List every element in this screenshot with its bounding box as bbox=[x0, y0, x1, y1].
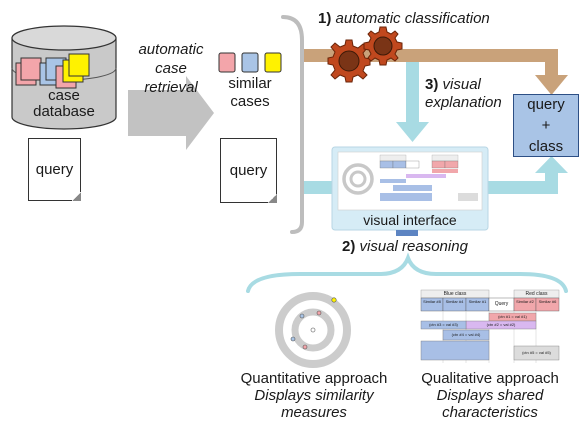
table-row-ctn-5: (ctn #5 = val #5) bbox=[522, 350, 551, 355]
quantitative-caption: Quantitative approach Displays similarit… bbox=[240, 370, 388, 421]
bracket bbox=[281, 15, 304, 234]
table-col-similar-8: Similar #8 bbox=[423, 299, 441, 304]
table-red-class-header: Red class bbox=[525, 291, 548, 297]
table-query-header: Query bbox=[494, 301, 509, 307]
query-label: query bbox=[35, 161, 74, 178]
retrieval-arrow bbox=[128, 76, 214, 150]
table-row-ctn-1: (ctn #1 = val #1) bbox=[498, 314, 527, 319]
step3-label: 3) visual explanation bbox=[425, 76, 502, 111]
qualitative-caption: Qualitative approach Displays shared cha… bbox=[421, 370, 559, 421]
gear-icon bbox=[327, 26, 403, 83]
query-label: query bbox=[229, 162, 268, 179]
retrieval-label: automatic case retrieval bbox=[138, 41, 204, 96]
table-col-similar-2: Similar #2 bbox=[516, 299, 534, 304]
query-class-box: query + class bbox=[513, 94, 579, 157]
database-cards bbox=[15, 53, 90, 89]
table-col-similar-1: Similar #1 bbox=[468, 299, 487, 304]
similar-cases-label: similar cases bbox=[228, 75, 272, 110]
step2-label: 2) visual reasoning bbox=[342, 238, 468, 255]
concentric-circles-chart bbox=[275, 292, 351, 368]
case-database-label: case database bbox=[33, 87, 95, 120]
step1-label: 1) automatic classification bbox=[318, 10, 490, 27]
table-row-ctn-2: (ctn #2 = val #2) bbox=[486, 322, 516, 327]
similar-cases-cards bbox=[218, 52, 282, 73]
characteristics-table bbox=[420, 289, 560, 363]
lower-bracket bbox=[246, 252, 568, 293]
table-row-ctn-3: (ctn #3 = val #3) bbox=[429, 322, 458, 327]
query-document-middle: query bbox=[220, 138, 277, 203]
table-col-similar-4: Similar #4 bbox=[445, 299, 464, 304]
visual-interface-label: visual interface bbox=[363, 212, 457, 228]
table-blue-class-header: Blue class bbox=[443, 291, 467, 297]
query-document-left: query bbox=[28, 138, 81, 201]
table-row-ctn-4: (ctn #4 = val #4) bbox=[451, 332, 481, 337]
visual-interface-monitor bbox=[331, 146, 489, 236]
table-col-similar-6: Similar #6 bbox=[538, 299, 557, 304]
